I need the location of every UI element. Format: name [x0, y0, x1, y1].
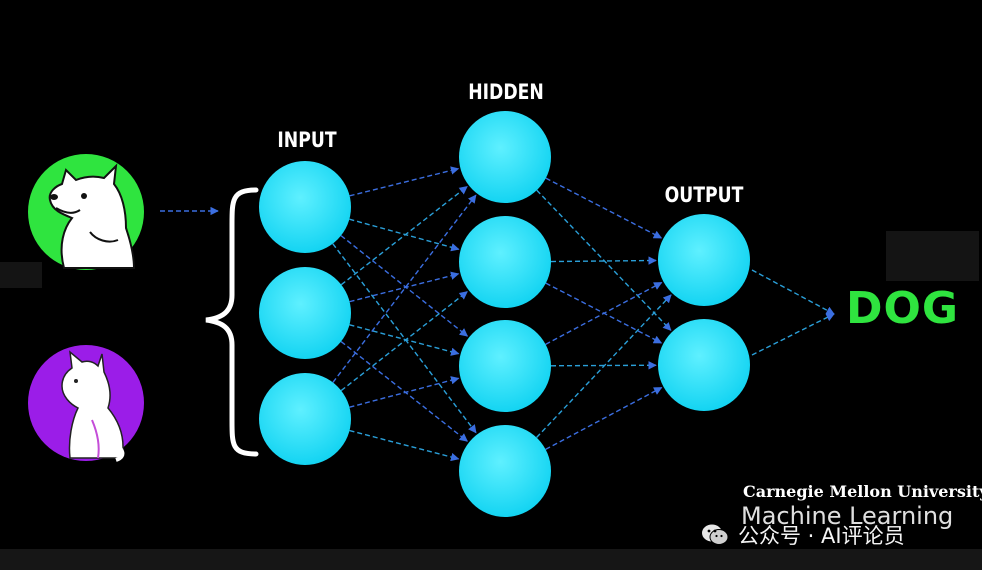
brace-path — [205, 187, 259, 457]
dog-icon — [28, 154, 144, 270]
hidden-output-connection — [545, 177, 663, 239]
input-hidden-connection — [349, 429, 460, 462]
input-hidden-connection — [332, 243, 477, 434]
output-node — [658, 214, 750, 306]
io-arrows-group — [160, 206, 835, 356]
output-to-result-arrow — [751, 269, 835, 315]
input-node — [259, 373, 351, 465]
input-hidden-connection — [349, 376, 460, 408]
input-hidden-connection — [349, 166, 460, 197]
input-node — [259, 267, 351, 359]
wechat-icon — [700, 522, 730, 548]
hidden-layer-label: HIDDEN — [468, 80, 544, 104]
input-layer-label: INPUT — [277, 128, 337, 152]
dog-eye — [81, 193, 87, 199]
hidden-node — [459, 320, 551, 412]
hidden-output-connection — [536, 189, 672, 331]
output-to-result-arrow — [751, 313, 835, 356]
input-animals-group — [28, 154, 144, 462]
input-hidden-connection — [332, 194, 477, 383]
university-logo-text: Carnegie Mellon University — [743, 482, 982, 501]
hidden-output-connection — [550, 256, 657, 265]
bottom-strip — [0, 549, 982, 570]
watermark-text: 公众号 · AI评论员 — [738, 524, 905, 548]
hidden-output-connection — [545, 281, 663, 345]
hidden-output-connection — [550, 361, 657, 370]
cat-icon — [28, 345, 144, 462]
input-hidden-connection — [340, 185, 468, 286]
input-hidden-connection — [340, 340, 468, 442]
cat-leg-line — [91, 419, 100, 459]
output-layer-label: OUTPUT — [664, 183, 744, 207]
dog-silhouette — [48, 163, 136, 269]
input-node — [259, 161, 351, 253]
input-hidden-connection — [340, 235, 469, 337]
hidden-node — [459, 111, 551, 203]
nodes-group — [259, 111, 750, 517]
hidden-node — [459, 216, 551, 308]
input-brace — [205, 187, 259, 457]
cat-eye — [74, 379, 78, 383]
redacted-box-left — [0, 262, 42, 288]
redacted-box-right — [886, 231, 979, 281]
input-hidden-connection — [340, 291, 468, 392]
output-node — [658, 319, 750, 411]
prediction-label: DOG — [846, 283, 960, 334]
input-hidden-connection — [349, 324, 460, 356]
input-hidden-connection — [349, 218, 460, 252]
hidden-output-connection — [545, 386, 663, 450]
hidden-node — [459, 425, 551, 517]
dog-mouth — [55, 207, 81, 214]
connections-group — [332, 166, 672, 462]
watermark: 公众号 · AI评论员 — [700, 520, 905, 550]
dog-neck-line — [89, 231, 119, 243]
cat-tail — [107, 438, 125, 462]
department-text: Machine Learning — [741, 502, 954, 530]
cat-silhouette — [61, 350, 124, 459]
dog-nose — [50, 194, 58, 200]
hidden-output-connection — [536, 294, 672, 439]
input-hidden-connection — [349, 271, 460, 303]
